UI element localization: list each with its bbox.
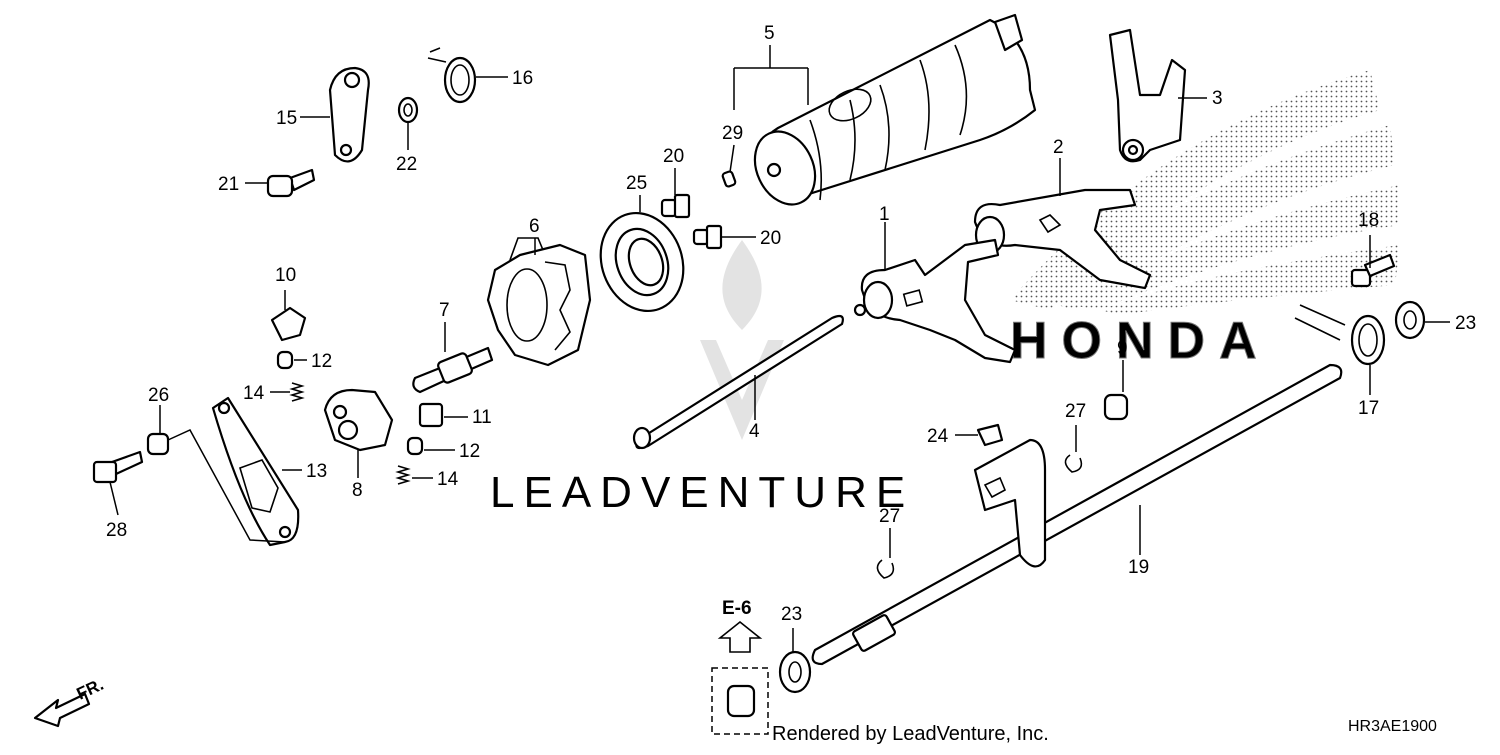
part-12-pin-lower: [406, 436, 424, 456]
part-29-pin: [721, 170, 737, 188]
callout-labels: 1 2 3 4 5 6 7 8 9 10 11 12 12 13 14 14 1…: [106, 23, 1476, 625]
part-24-clip: [976, 423, 1004, 447]
part-16-spring: [427, 47, 477, 104]
part-19-gearshift-spindle: [811, 363, 1343, 666]
callout-18: 18: [1358, 210, 1379, 231]
section-reference: E-6: [711, 598, 769, 735]
callout-23b: 23: [781, 604, 802, 625]
callout-7: 7: [439, 300, 450, 321]
callout-5: 5: [764, 23, 775, 44]
diagram-code: HR3AE1900: [1348, 718, 1437, 735]
callout-17: 17: [1358, 398, 1379, 419]
part-4-fork-shaft: [632, 314, 844, 450]
part-23-washer-left: [778, 650, 812, 694]
callout-27b: 27: [879, 506, 900, 527]
callout-22: 22: [396, 154, 417, 175]
watermark-text: LEADVENTURE: [490, 468, 914, 517]
callout-1: 1: [879, 204, 890, 225]
callout-20b: 20: [760, 228, 781, 249]
callout-24: 24: [927, 426, 949, 447]
callout-13: 13: [306, 461, 327, 482]
callout-23a: 23: [1455, 313, 1476, 334]
watermark: LEADVENTURE: [490, 240, 914, 517]
callout-14a: 14: [243, 383, 265, 404]
leader-lines: [109, 45, 1450, 652]
part-14-spring-upper: [289, 382, 305, 402]
callout-12b: 12: [459, 441, 480, 462]
part-22-washer: [397, 96, 419, 124]
part-20-bolt-lower: [692, 224, 723, 250]
section-ref-label: E-6: [722, 598, 752, 619]
part-27-clip-upper: [1064, 454, 1083, 473]
part-10-roller: [270, 306, 307, 342]
callout-11: 11: [472, 407, 492, 428]
part-6-drum-cam: [486, 237, 592, 367]
callout-29: 29: [722, 123, 743, 144]
part-9-collar: [1103, 393, 1129, 421]
part-15-stopper-arm: [328, 66, 370, 163]
callout-3: 3: [1212, 88, 1223, 109]
part-25-bearing: [599, 211, 685, 313]
part-1-shift-fork: [853, 238, 1017, 364]
part-14-spring-lower: [395, 465, 411, 485]
front-direction-arrow: FR.: [33, 675, 107, 728]
part-17-return-spring: [1294, 304, 1386, 366]
part-20-bolt-upper: [660, 193, 691, 219]
part-13-plate: [211, 396, 300, 547]
callout-19: 19: [1128, 557, 1149, 578]
part-27-clip-lower: [876, 559, 895, 579]
part-3-shift-fork: [1108, 28, 1187, 163]
callout-28: 28: [106, 520, 127, 541]
honda-brand-text: HONDA: [1010, 312, 1271, 370]
callout-16: 16: [512, 68, 533, 89]
callout-10: 10: [275, 265, 296, 286]
callout-21: 21: [218, 174, 239, 195]
callout-26: 26: [148, 385, 169, 406]
callout-6: 6: [529, 216, 540, 237]
callout-2: 2: [1053, 137, 1064, 158]
callout-14b: 14: [437, 469, 459, 490]
part-18-bolt: [1350, 253, 1396, 288]
part-23-washer-right: [1394, 300, 1426, 340]
part-21-bolt: [266, 168, 316, 198]
callout-12a: 12: [311, 351, 332, 372]
callout-27a: 27: [1065, 401, 1086, 422]
callout-8: 8: [352, 480, 363, 501]
part-7-bolt: [412, 346, 494, 394]
part-11-block: [418, 402, 444, 428]
callout-25: 25: [626, 173, 647, 194]
credit-text: Rendered by LeadVenture, Inc.: [772, 723, 1049, 745]
callout-4: 4: [749, 421, 760, 442]
callout-20a: 20: [663, 146, 684, 167]
part-28-bolt: [92, 450, 144, 484]
part-12-pin-upper: [276, 350, 294, 370]
part-8-stopper: [323, 388, 394, 452]
callout-9: 9: [1117, 338, 1128, 359]
callout-15: 15: [276, 108, 297, 129]
part-5-shift-drum: [753, 13, 1037, 206]
part-26-collar: [146, 432, 170, 456]
